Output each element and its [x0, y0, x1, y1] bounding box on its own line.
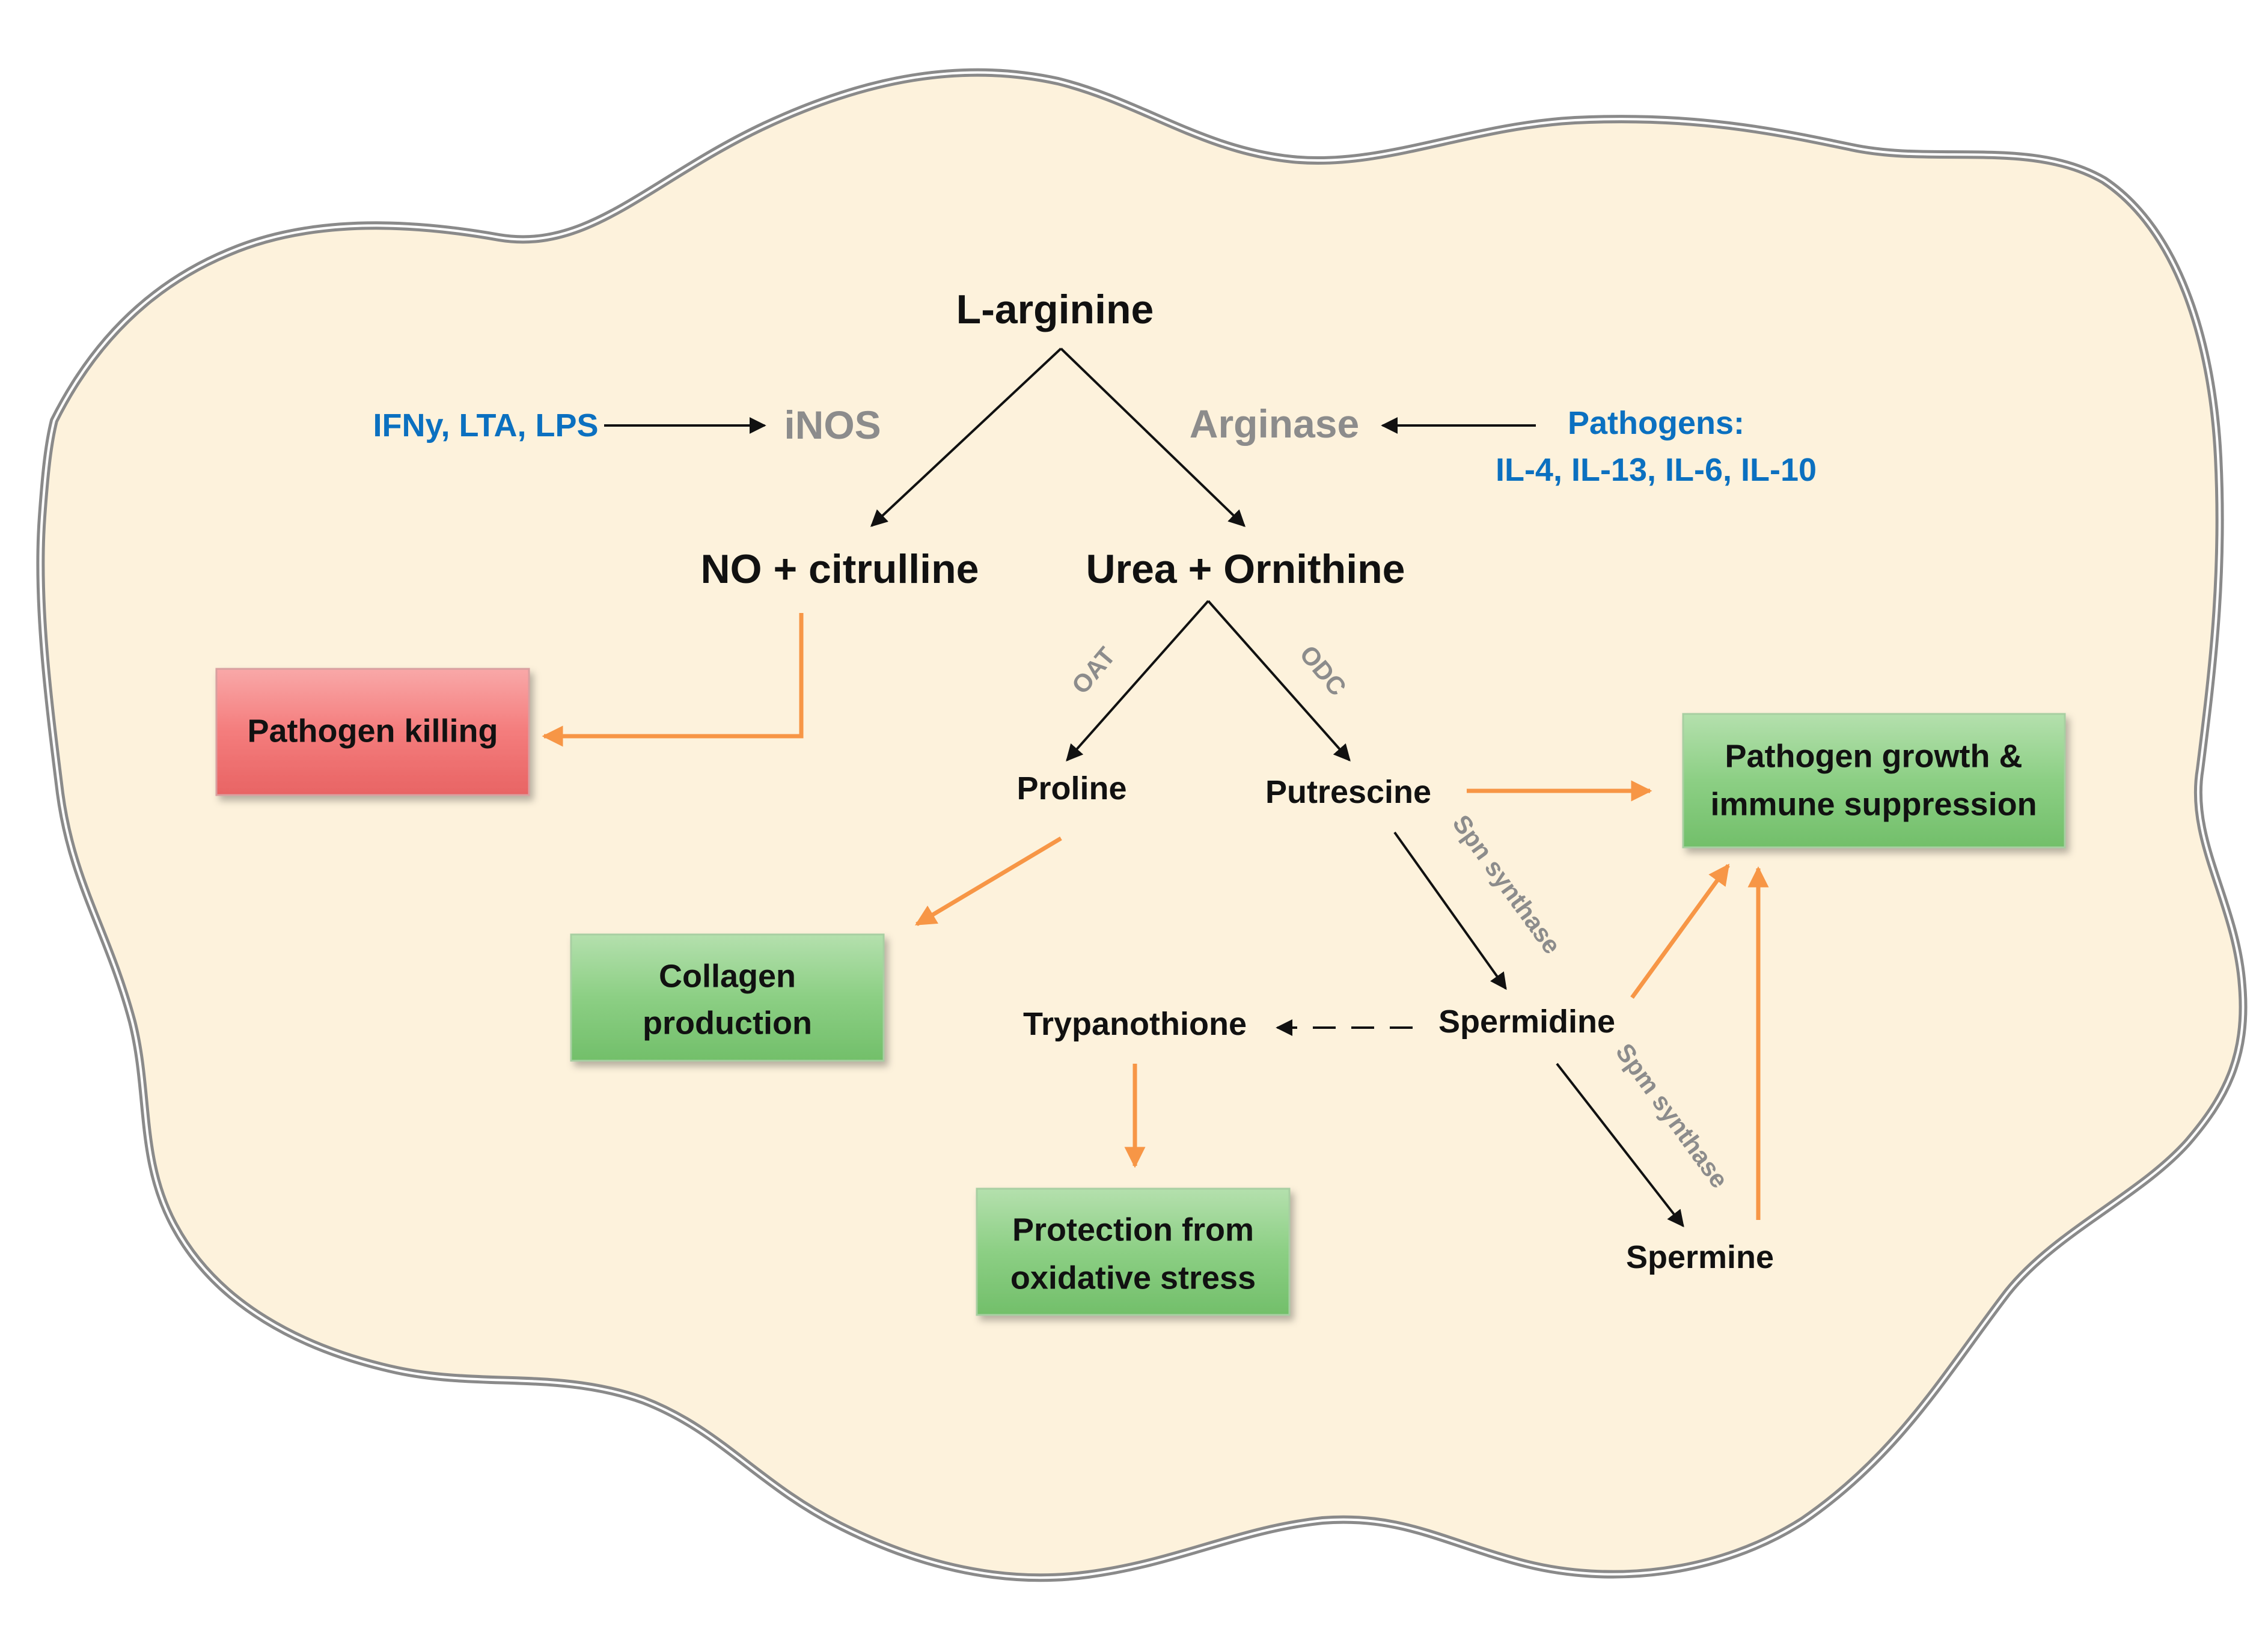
node-l-arginine: L-arginine [956, 287, 1154, 332]
box-collagen-line2: production [643, 1005, 812, 1041]
box-pathogen-killing: Pathogen killing [215, 668, 530, 796]
arrow-ornithine-to-putrescine [1207, 600, 1351, 762]
enzyme-inos: iNOS [784, 403, 881, 447]
node-urea-ornithine: Urea + Ornithine [1086, 546, 1405, 592]
box-protection-line1: Protection from [1012, 1212, 1254, 1248]
arrow-ornithine-to-proline [1066, 600, 1209, 762]
box-growth-line2: immune suppression [1710, 786, 2037, 822]
enzyme-arginase: Arginase [1190, 401, 1359, 446]
pathway-arrows [604, 347, 1684, 1228]
box-protection-oxidative-stress: Protection from oxidative stress [976, 1188, 1291, 1316]
node-trypanothione: Trypanothione [1023, 1006, 1247, 1042]
box-pathogen-growth: Pathogen growth & immune suppression [1682, 713, 2066, 849]
arrow-putrescine-to-spermidine [1393, 831, 1507, 990]
stimuli-arginase-pathogens: Pathogens: [1568, 405, 1744, 441]
node-spermine: Spermine [1626, 1239, 1774, 1275]
box-collagen-line1: Collagen [659, 958, 796, 994]
node-putrescine: Putrescine [1265, 774, 1431, 810]
arrow-spermidine-to-growth [1630, 864, 1730, 999]
stimuli-arginase-cytokines: IL-4, IL-13, IL-6, IL-10 [1496, 452, 1817, 488]
stimuli-inos-inducers: IFNy, LTA, LPS [373, 407, 599, 444]
node-no-citrulline: NO + citrulline [701, 546, 979, 592]
outcome-arrows [542, 613, 1769, 1220]
node-spermidine: Spermidine [1438, 1004, 1615, 1040]
node-proline: Proline [1016, 770, 1126, 806]
arrow-proline-to-collagen [914, 836, 1062, 927]
box-protection-line2: oxidative stress [1010, 1260, 1256, 1296]
arrow-spermidine-to-spermine [1556, 1062, 1684, 1228]
arrow-no-to-killing [542, 613, 804, 747]
cell-membrane-inner-line [39, 71, 2245, 1579]
box-collagen-production: Collagen production [570, 933, 885, 1062]
box-pathogen-killing-label: Pathogen killing [247, 713, 498, 749]
arrow-arginine-to-urea [1060, 347, 1246, 527]
box-growth-line1: Pathogen growth & [1725, 738, 2023, 774]
arrow-arginine-to-no [870, 347, 1062, 527]
